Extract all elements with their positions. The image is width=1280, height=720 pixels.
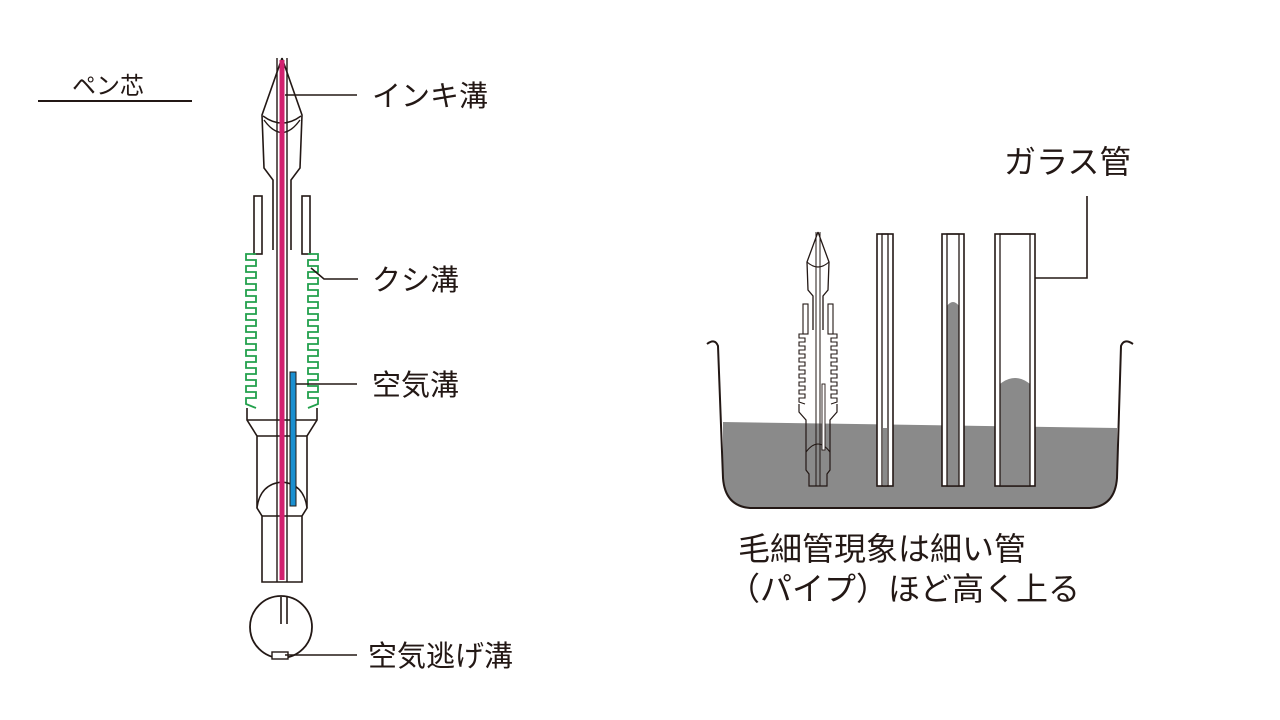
glass-tube-2: [941, 233, 965, 487]
glass-tube-1: [876, 233, 894, 487]
liquid: [723, 422, 1117, 508]
nib-flange-left: [253, 195, 263, 255]
mini-comb-groove-right: [830, 333, 838, 405]
mini-nib-curve: [806, 261, 830, 268]
mini-flange-left: [802, 303, 809, 335]
cross-section-slot: [280, 597, 288, 624]
caption-line-1: 毛細管現象は細い管: [738, 530, 1026, 568]
ink-groove-label: インキ溝: [372, 79, 488, 113]
air-groove-label: 空気溝: [372, 368, 459, 402]
container: [706, 340, 1134, 509]
caption-line-2: （パイプ）ほど高く上る: [728, 570, 1080, 608]
nib-tip: [261, 57, 303, 250]
pen-core-figure: ペン芯 インキ溝 クシ溝 空気溝: [38, 57, 513, 673]
glass-tube-leader: [1035, 196, 1088, 279]
glass-tube-1-liquid: [883, 428, 887, 485]
mini-comb-groove-left: [798, 333, 806, 405]
mini-lower-body: [798, 404, 838, 487]
mini-flange-right: [827, 303, 834, 335]
mini-pen-core: [798, 231, 838, 487]
glass-tube-3-liquid: [1000, 378, 1030, 485]
pen-core-title: ペン芯: [72, 72, 144, 100]
glass-tube-3: [994, 233, 1036, 487]
nib-flange-right: [301, 195, 311, 255]
glass-tube-label: ガラス管: [1004, 143, 1131, 181]
comb-groove-right: [307, 253, 319, 409]
pen-core-lower-body: [246, 408, 318, 583]
mini-nib-tip: [806, 231, 830, 330]
mini-air-groove: [821, 383, 826, 451]
comb-groove-leader: [310, 267, 358, 280]
glass-tube-2-liquid: [947, 302, 959, 485]
air-groove: [289, 371, 297, 507]
capillary-figure: ガラス管 毛細管現象は細い管 （パイプ）ほど高く上る: [706, 143, 1134, 608]
air-escape-groove-label: 空気逃げ溝: [368, 639, 513, 673]
comb-groove-label: クシ溝: [372, 263, 459, 297]
mini-dome: [805, 443, 831, 453]
comb-groove-left: [245, 253, 257, 409]
